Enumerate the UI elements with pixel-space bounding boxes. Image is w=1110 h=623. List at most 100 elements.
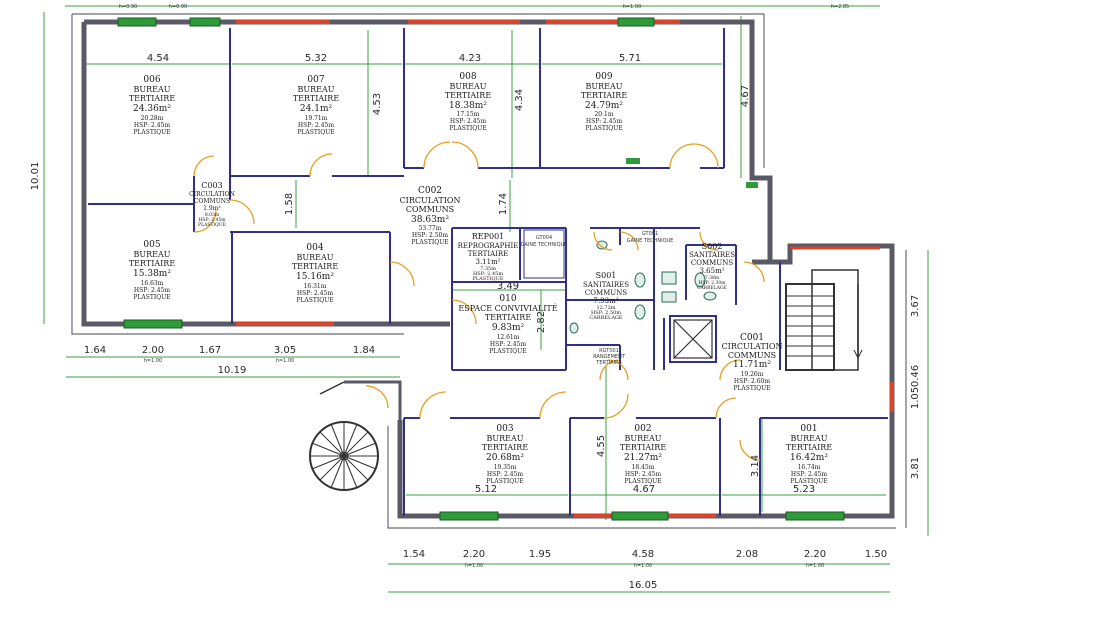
svg-text:h=1.00: h=1.00 <box>623 4 642 10</box>
svg-text:15.16m²: 15.16m² <box>296 272 334 282</box>
svg-text:COMMUNS: COMMUNS <box>194 198 230 205</box>
svg-text:4.23: 4.23 <box>459 53 481 64</box>
door-swings <box>193 141 765 461</box>
svg-text:TERTIAIRE: TERTIAIRE <box>129 259 176 268</box>
svg-text:18.38m²: 18.38m² <box>449 101 487 111</box>
svg-text:PLASTIQUE: PLASTIQUE <box>790 478 827 485</box>
svg-text:CARRELAGE: CARRELAGE <box>697 285 727 291</box>
svg-text:21.27m²: 21.27m² <box>624 453 662 463</box>
svg-text:24.36m²: 24.36m² <box>133 104 171 114</box>
svg-text:1.50: 1.50 <box>865 549 887 560</box>
svg-text:2.00: 2.00 <box>142 345 164 356</box>
svg-text:BUREAU: BUREAU <box>297 85 334 94</box>
svg-text:HSP: 2.45m: HSP: 2.45m <box>134 287 170 294</box>
svg-text:HSP: 2.45m: HSP: 2.45m <box>473 271 503 277</box>
svg-text:010: 010 <box>499 294 516 304</box>
svg-text:10.01: 10.01 <box>30 162 41 191</box>
svg-text:S001: S001 <box>596 271 617 280</box>
svg-text:h=1.00: h=1.00 <box>806 563 825 569</box>
svg-text:S002: S002 <box>702 242 723 251</box>
room-009-label: 009 BUREAU TERTIAIRE 24.79m² 20.1m HSP: … <box>581 72 628 132</box>
svg-text:24.1m²: 24.1m² <box>300 104 333 114</box>
svg-text:5.32: 5.32 <box>305 53 327 64</box>
storage-rgt001: RGT001 RANGEMENT TERTIAIRE <box>593 348 626 366</box>
svg-text:COMMUNS: COMMUNS <box>585 289 627 297</box>
svg-text:7.93m²: 7.93m² <box>593 297 618 305</box>
svg-text:19.26m: 19.26m <box>741 371 764 378</box>
svg-text:4.67: 4.67 <box>740 85 751 107</box>
svg-text:5.71: 5.71 <box>619 53 641 64</box>
svg-text:11.71m²: 11.71m² <box>733 360 771 370</box>
svg-text:C001: C001 <box>740 333 764 343</box>
svg-text:1.58: 1.58 <box>284 193 295 215</box>
svg-text:15.38m²: 15.38m² <box>133 269 171 279</box>
svg-text:1.64: 1.64 <box>84 345 106 356</box>
svg-text:HSP: 2.45m: HSP: 2.45m <box>586 118 622 125</box>
svg-text:3.67: 3.67 <box>910 295 921 317</box>
room-c003-label: C003 CIRCULATION COMMUNS 1.9m² 8.03m HSP… <box>189 181 235 228</box>
svg-text:GAINE TECHNIQUE: GAINE TECHNIQUE <box>521 242 568 248</box>
svg-text:COMMUNS: COMMUNS <box>406 205 454 214</box>
svg-text:PLASTIQUE: PLASTIQUE <box>733 385 770 392</box>
svg-text:h=1.00: h=1.00 <box>634 563 653 569</box>
dimension-lines <box>43 5 929 593</box>
svg-text:TERTIAIRE: TERTIAIRE <box>482 443 529 452</box>
svg-text:REPROGRAPHIE: REPROGRAPHIE <box>458 242 519 250</box>
svg-text:4.34: 4.34 <box>514 89 525 111</box>
svg-text:HSP: 2.45m: HSP: 2.45m <box>298 122 334 129</box>
svg-text:17.15m: 17.15m <box>457 111 480 118</box>
dimensions-side: 10.01 3.67 0.46 1.05 3.81 <box>30 162 921 479</box>
svg-text:PLASTIQUE: PLASTIQUE <box>297 129 334 136</box>
svg-text:1.05: 1.05 <box>910 387 921 409</box>
svg-text:TERTIAIRE: TERTIAIRE <box>786 443 833 452</box>
room-007-label: 007 BUREAU TERTIAIRE 24.1m² 19.71m HSP: … <box>293 75 340 136</box>
svg-text:2.08: 2.08 <box>736 549 758 560</box>
svg-text:HSP: 2.45m: HSP: 2.45m <box>487 471 523 478</box>
svg-text:9.83m²: 9.83m² <box>492 323 525 333</box>
svg-text:3.14: 3.14 <box>750 455 761 477</box>
svg-text:HSP: 2.30m: HSP: 2.30m <box>698 280 726 286</box>
svg-text:PLASTIQUE: PLASTIQUE <box>585 125 622 132</box>
svg-text:009: 009 <box>595 72 612 82</box>
svg-text:h=1.00: h=1.00 <box>144 358 163 364</box>
svg-text:TERTIAIRE: TERTIAIRE <box>292 262 339 271</box>
svg-text:24.79m²: 24.79m² <box>585 101 623 111</box>
svg-text:HSP: 2.45m: HSP: 2.45m <box>791 471 827 478</box>
room-rep001-label: REP001 REPROGRAPHIE TERTIAIRE 3.11m² 7.3… <box>458 232 519 282</box>
main-staircase <box>785 269 863 371</box>
svg-text:HSP: 2.45m: HSP: 2.45m <box>490 341 526 348</box>
room-s002-label: S002 SANITAIRES COMMUNS 3.65m² 7.38m HSP… <box>689 242 735 291</box>
svg-text:GT001: GT001 <box>642 231 658 237</box>
svg-text:7.38m: 7.38m <box>705 275 720 281</box>
svg-text:HSP: 2.45m: HSP: 2.45m <box>134 122 170 129</box>
svg-text:C002: C002 <box>418 186 442 196</box>
svg-text:RGT001: RGT001 <box>599 348 619 354</box>
elevator-shaft <box>669 315 717 363</box>
svg-text:PLASTIQUE: PLASTIQUE <box>296 297 333 304</box>
svg-text:001: 001 <box>800 424 817 434</box>
svg-text:HSP: 2.45m: HSP: 2.45m <box>450 118 486 125</box>
svg-text:4.54: 4.54 <box>147 53 169 64</box>
svg-text:008: 008 <box>459 72 476 82</box>
svg-text:PLASTIQUE: PLASTIQUE <box>624 478 661 485</box>
svg-text:h=0.90: h=0.90 <box>169 4 188 10</box>
svg-text:16.74m: 16.74m <box>798 464 821 471</box>
svg-text:007: 007 <box>307 75 324 85</box>
svg-text:CIRCULATION: CIRCULATION <box>722 342 783 351</box>
svg-text:COMMUNS: COMMUNS <box>691 259 733 267</box>
svg-text:TERTIAIRE: TERTIAIRE <box>620 443 667 452</box>
svg-text:h=1.00: h=1.00 <box>465 563 484 569</box>
svg-text:GT004: GT004 <box>536 235 552 241</box>
svg-text:h=2.85: h=2.85 <box>831 4 850 10</box>
svg-text:SANITAIRES: SANITAIRES <box>583 281 629 289</box>
svg-text:005: 005 <box>143 240 160 250</box>
svg-text:2.82: 2.82 <box>536 311 547 333</box>
svg-text:TERTIAIRE: TERTIAIRE <box>293 94 340 103</box>
svg-text:18.45m: 18.45m <box>632 464 655 471</box>
svg-text:19.35m: 19.35m <box>494 464 517 471</box>
room-006-label: 006 BUREAU TERTIAIRE 24.36m² 20.28m HSP:… <box>129 75 176 136</box>
interior-partitions <box>88 28 888 516</box>
room-s001-label: S001 SANITAIRES COMMUNS 7.93m² 12.72m HS… <box>583 271 629 321</box>
svg-text:HSP: 2.50m: HSP: 2.50m <box>591 310 621 316</box>
